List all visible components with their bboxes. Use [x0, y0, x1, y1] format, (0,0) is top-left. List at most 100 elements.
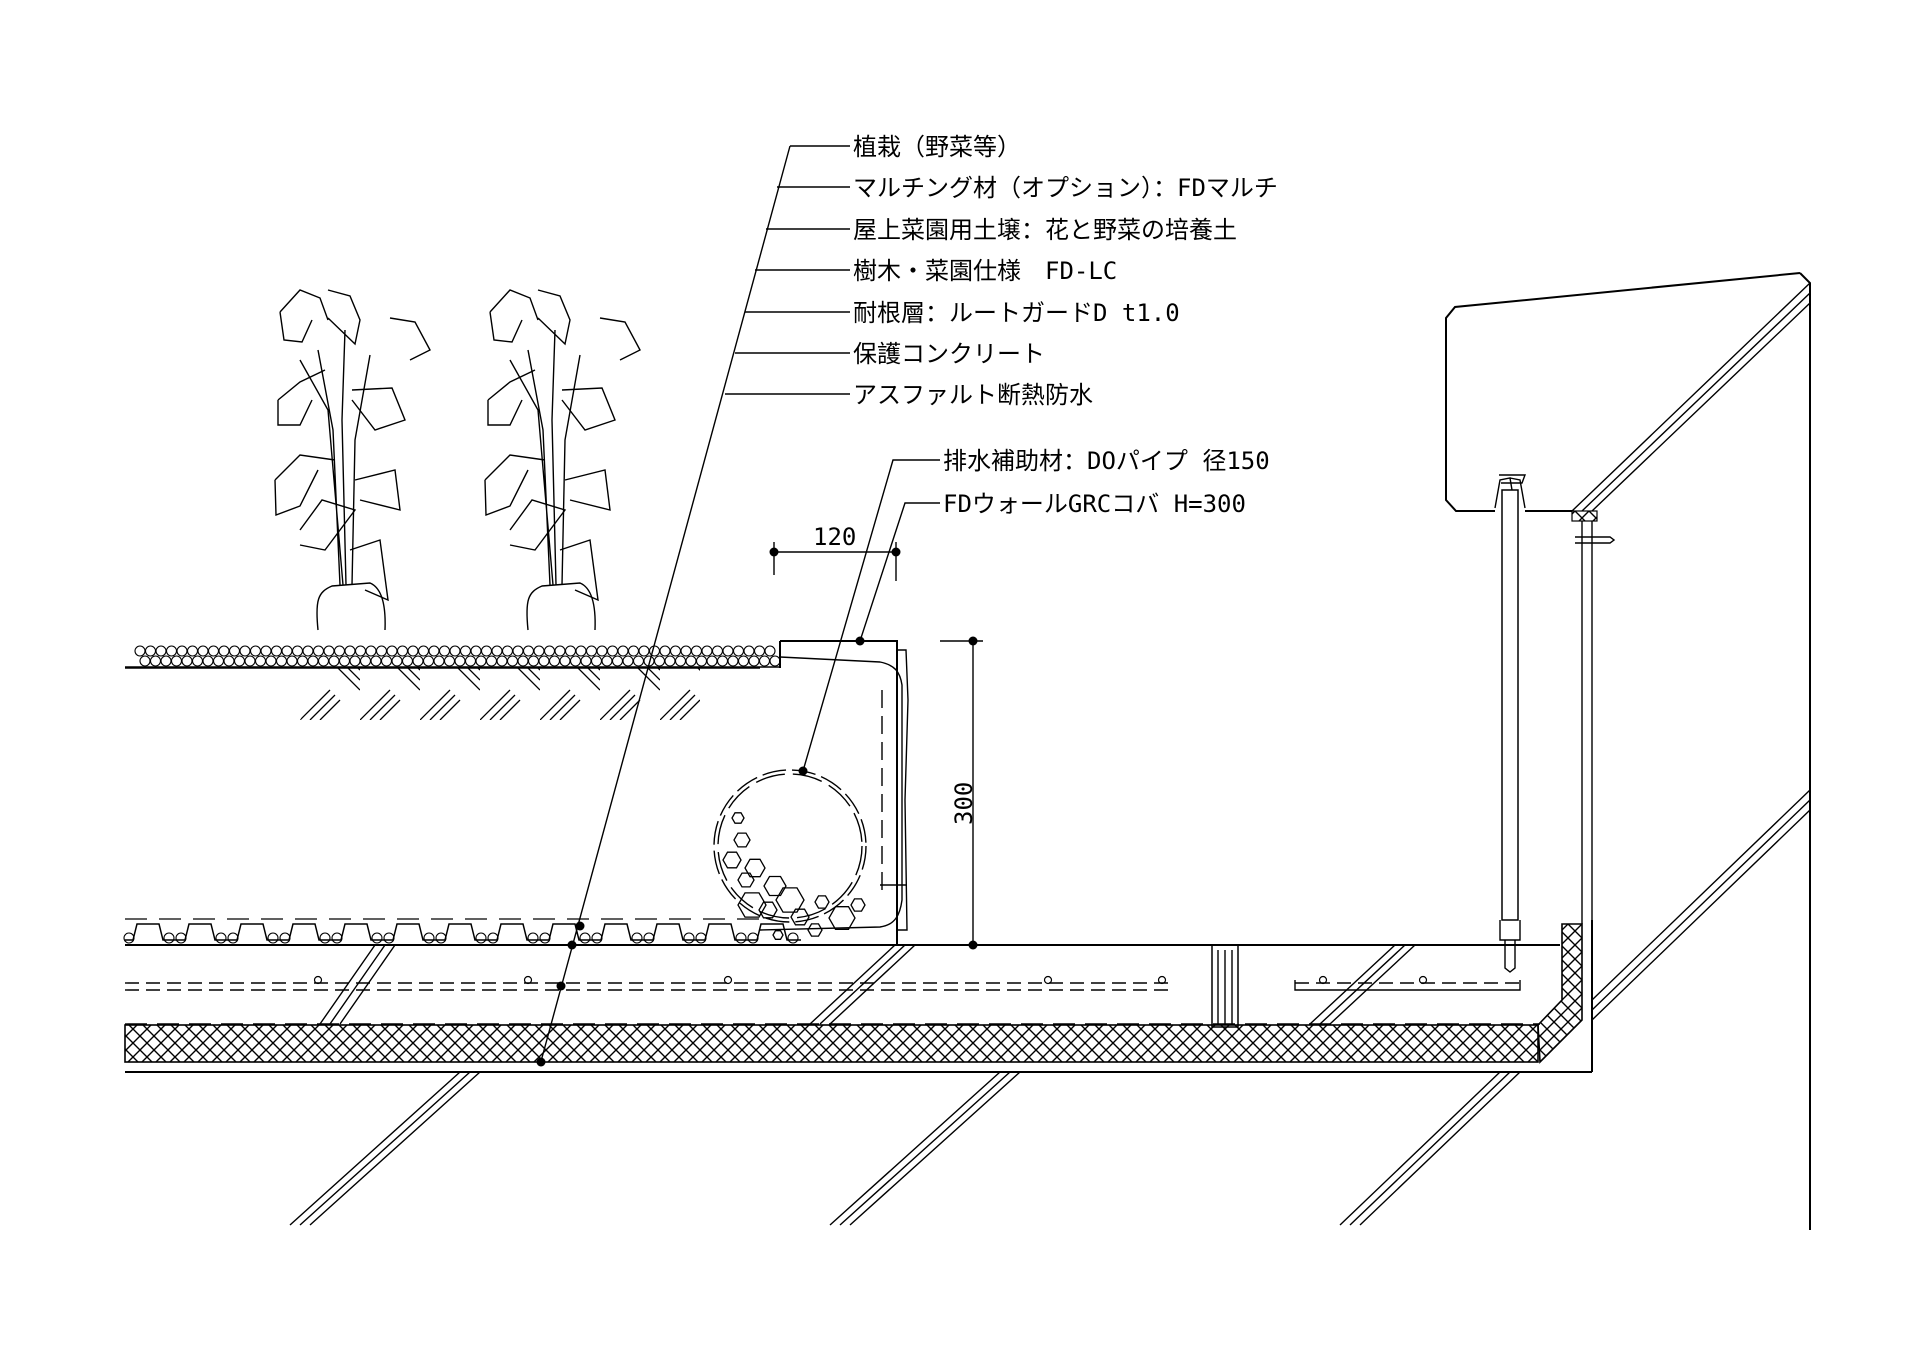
- pebble: [653, 655, 666, 667]
- pebble: [228, 645, 241, 657]
- pebble: [480, 645, 493, 657]
- board-cell: [631, 932, 643, 944]
- pebble: [181, 655, 193, 667]
- plant-left: [274, 289, 431, 631]
- pebble: [302, 645, 314, 657]
- board-cell: [123, 932, 135, 944]
- pebble: [596, 645, 608, 657]
- board-cell: [695, 932, 707, 944]
- pebble: [564, 645, 577, 657]
- pebble: [548, 655, 561, 667]
- board-cell: [163, 932, 175, 944]
- board-cell: [475, 932, 487, 944]
- drainage-board: [123, 918, 1560, 985]
- board-cell: [747, 932, 759, 944]
- aggregate: [775, 887, 805, 913]
- pebble: [674, 655, 687, 667]
- aggregate: [828, 906, 856, 930]
- board-cell: [591, 932, 603, 944]
- pebble: [470, 645, 482, 657]
- pebble: [338, 655, 351, 667]
- pebble: [459, 645, 472, 657]
- board-cell: [267, 932, 279, 944]
- pebble: [638, 645, 650, 657]
- pebble: [291, 645, 304, 657]
- pebble: [748, 655, 760, 667]
- soil-layer: [125, 656, 903, 931]
- pebble: [160, 655, 172, 667]
- pebble: [601, 655, 613, 667]
- dimension-width-text: 120: [813, 523, 856, 551]
- pebble: [533, 645, 545, 657]
- pebble: [223, 655, 235, 667]
- dimension-width: 120: [769, 523, 901, 581]
- pebble: [365, 645, 377, 657]
- pebble: [249, 645, 262, 657]
- pebble: [680, 645, 692, 657]
- pebble: [580, 655, 592, 667]
- pebble: [438, 645, 451, 657]
- pebble: [412, 655, 424, 667]
- pebble: [659, 645, 671, 657]
- pebble: [197, 645, 209, 657]
- board-cell: [383, 932, 395, 944]
- pebble: [286, 655, 298, 667]
- label-edge-wall: FDウォールGRCコバ H=300: [943, 490, 1246, 518]
- aggregate: [807, 923, 823, 937]
- board-cell: [787, 932, 799, 944]
- pebble: [170, 655, 183, 667]
- pebble: [716, 655, 729, 667]
- aggregate: [737, 892, 767, 918]
- board-cell: [487, 932, 499, 944]
- pebble: [260, 645, 272, 657]
- pebble: [139, 655, 151, 667]
- pebble: [496, 655, 508, 667]
- board-profile: [125, 923, 801, 941]
- dimension-height-text: 300: [950, 782, 978, 825]
- pebble: [664, 655, 676, 667]
- aggregate: [744, 858, 766, 878]
- pebble: [464, 655, 477, 667]
- pebble: [590, 655, 603, 667]
- rebar: [1043, 975, 1053, 985]
- plant-right: [484, 289, 641, 631]
- pebble: [632, 655, 645, 667]
- board-cell: [683, 932, 695, 944]
- pebble: [244, 655, 256, 667]
- slab-hatch: [289, 944, 1521, 1226]
- aggregate: [814, 895, 830, 909]
- pebble: [233, 655, 246, 667]
- pebble: [669, 645, 682, 657]
- pebble: [344, 645, 356, 657]
- parapet: [1445, 272, 1811, 1230]
- pebble: [191, 655, 204, 667]
- pebble: [538, 655, 550, 667]
- pebble: [239, 645, 251, 657]
- label-spec: 樹木・菜園仕様 FD-LC: [853, 257, 1117, 285]
- pebble: [165, 645, 178, 657]
- aggregate: [790, 908, 810, 926]
- pebble: [569, 655, 582, 667]
- board-cell: [371, 932, 383, 944]
- aggregate: [733, 832, 751, 848]
- dimension-height: 300: [940, 636, 983, 950]
- pebble: [485, 655, 498, 667]
- pebble: [396, 645, 409, 657]
- pebble: [207, 645, 220, 657]
- pebble: [155, 645, 167, 657]
- pebble: [307, 655, 319, 667]
- label-waterproofing: アスファルト断熱防水: [853, 381, 1093, 409]
- pebble: [254, 655, 267, 667]
- board-cell: [735, 932, 747, 944]
- pebble: [212, 655, 225, 667]
- pebble: [323, 645, 335, 657]
- pebble: [417, 645, 430, 657]
- aggregate: [731, 812, 745, 824]
- board-cell: [527, 932, 539, 944]
- edge-wall: [779, 640, 909, 945]
- pebble: [554, 645, 566, 657]
- pebble: [695, 655, 708, 667]
- aggregate: [758, 901, 778, 919]
- pebble: [611, 655, 624, 667]
